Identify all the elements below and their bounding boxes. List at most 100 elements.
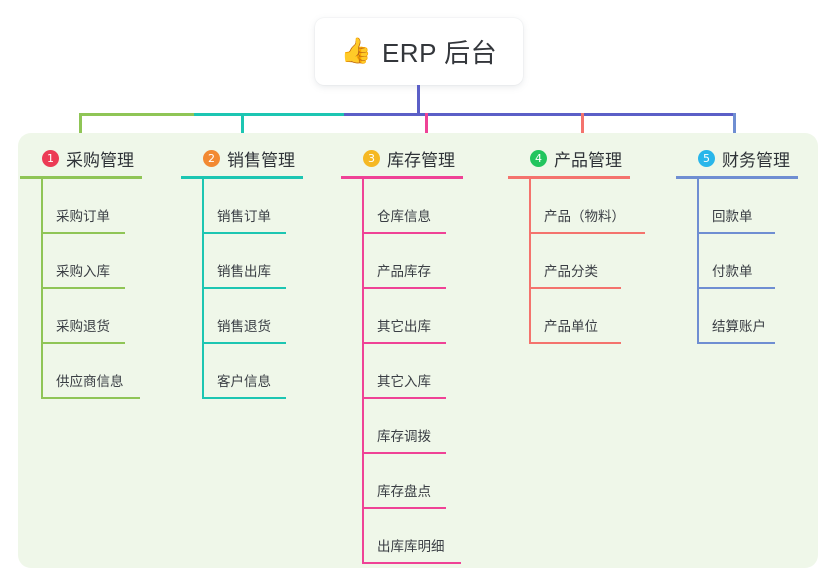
- list-item[interactable]: 产品单位: [508, 289, 630, 344]
- list-item[interactable]: 产品分类: [508, 234, 630, 289]
- column-title-1: 采购管理: [66, 150, 134, 170]
- list-item-underline: [697, 232, 775, 234]
- column-items-3: 仓库信息产品库存其它出库其它入库库存调拨库存盘点出库库明细: [341, 179, 463, 564]
- list-item-underline: [362, 562, 461, 564]
- list-item-label: 客户信息: [217, 374, 271, 389]
- list-item-underline: [41, 342, 125, 344]
- column-badge-2: 2: [203, 149, 220, 167]
- connector-bus-segment-2: [194, 113, 344, 116]
- list-item[interactable]: 销售订单: [181, 179, 303, 234]
- column-underline-5: [676, 176, 798, 179]
- list-item-label: 采购退货: [56, 319, 110, 334]
- list-item-label: 库存调拨: [377, 429, 431, 444]
- column-spine-3: [362, 179, 364, 564]
- list-item[interactable]: 库存盘点: [341, 454, 463, 509]
- list-item[interactable]: 采购入库: [20, 234, 142, 289]
- list-item-label: 出库库明细: [377, 539, 445, 554]
- connector-drop-3: [425, 113, 428, 145]
- list-item[interactable]: 产品（物料）: [508, 179, 645, 234]
- list-item-label: 供应商信息: [56, 374, 124, 389]
- list-item-label: 回款单: [712, 209, 753, 224]
- list-item-underline: [362, 507, 446, 509]
- column-underline-4: [508, 176, 630, 179]
- list-item-label: 仓库信息: [377, 209, 431, 224]
- list-item-underline: [362, 342, 446, 344]
- connector-drop-5: [733, 113, 736, 145]
- list-item-underline: [529, 232, 645, 234]
- connector-bus-segment-1: [79, 113, 194, 116]
- column-title-2: 销售管理: [227, 150, 295, 170]
- column-badge-1: 1: [42, 149, 59, 167]
- list-item[interactable]: 销售退货: [181, 289, 303, 344]
- column-badge-4: 4: [530, 149, 547, 167]
- list-item-underline: [41, 397, 140, 399]
- column-items-4: 产品（物料） 产品分类产品单位: [508, 179, 645, 344]
- list-item-underline: [41, 287, 125, 289]
- list-item-label: 产品（物料）: [544, 209, 625, 224]
- root-node-title: ERP 后台: [381, 38, 498, 68]
- list-item-label: 产品分类: [544, 264, 598, 279]
- column-underline-2: [181, 176, 303, 179]
- list-item[interactable]: 出库库明细: [341, 509, 463, 564]
- column-spine-2: [202, 179, 204, 399]
- list-item-underline: [529, 287, 621, 289]
- list-item[interactable]: 采购退货: [20, 289, 142, 344]
- list-item-underline: [202, 397, 286, 399]
- list-item-underline: [529, 342, 621, 344]
- list-item-underline: [202, 232, 286, 234]
- column-4: 4 产品管理产品（物料） 产品分类产品单位: [508, 143, 645, 344]
- connector-bus-segment-3: [344, 113, 734, 116]
- list-item[interactable]: 采购订单: [20, 179, 142, 234]
- column-spine-1: [41, 179, 43, 399]
- column-title-4: 产品管理: [554, 150, 622, 170]
- list-item[interactable]: 结算账户: [676, 289, 798, 344]
- list-item[interactable]: 其它出库: [341, 289, 463, 344]
- list-item-label: 付款单: [712, 264, 753, 279]
- list-item[interactable]: 仓库信息: [341, 179, 463, 234]
- connector-drop-2: [241, 113, 244, 145]
- list-item[interactable]: 产品库存: [341, 234, 463, 289]
- list-item[interactable]: 付款单: [676, 234, 798, 289]
- list-item[interactable]: 其它入库: [341, 344, 463, 399]
- list-item-underline: [697, 287, 775, 289]
- column-header-2[interactable]: 2 销售管理: [181, 143, 303, 173]
- column-1: 1 采购管理采购订单采购入库采购退货供应商信息: [20, 143, 142, 399]
- column-header-4[interactable]: 4 产品管理: [508, 143, 630, 173]
- list-item-underline: [362, 232, 446, 234]
- mindmap-panel: 1 采购管理采购订单采购入库采购退货供应商信息 2 销售管理销售订单销售出库销售退货客…: [18, 133, 818, 568]
- list-item[interactable]: 客户信息: [181, 344, 303, 399]
- column-items-1: 采购订单采购入库采购退货供应商信息: [20, 179, 142, 399]
- root-node-card[interactable]: 👍 ERP 后台: [315, 18, 523, 85]
- column-items-5: 回款单付款单结算账户: [676, 179, 798, 344]
- list-item[interactable]: 库存调拨: [341, 399, 463, 454]
- column-spine-5: [697, 179, 699, 344]
- list-item-label: 销售订单: [217, 209, 271, 224]
- list-item-label: 销售出库: [217, 264, 271, 279]
- list-item[interactable]: 销售出库: [181, 234, 303, 289]
- list-item[interactable]: 供应商信息: [20, 344, 142, 399]
- column-header-1[interactable]: 1 采购管理: [20, 143, 142, 173]
- list-item-label: 其它出库: [377, 319, 431, 334]
- connector-trunk: [417, 85, 420, 115]
- connector-drop-1: [79, 113, 82, 145]
- list-item-label: 其它入库: [377, 374, 431, 389]
- list-item-underline: [362, 452, 446, 454]
- column-badge-3: 3: [363, 149, 380, 167]
- column-badge-5: 5: [698, 149, 715, 167]
- column-2: 2 销售管理销售订单销售出库销售退货客户信息: [181, 143, 303, 399]
- list-item-label: 销售退货: [217, 319, 271, 334]
- column-spine-4: [529, 179, 531, 344]
- column-items-2: 销售订单销售出库销售退货客户信息: [181, 179, 303, 399]
- list-item-underline: [362, 287, 446, 289]
- thumbs-up-icon: 👍: [340, 37, 372, 65]
- list-item-label: 结算账户: [712, 319, 766, 334]
- list-item-underline: [41, 232, 125, 234]
- list-item[interactable]: 回款单: [676, 179, 798, 234]
- connector-drop-4: [581, 113, 584, 145]
- column-underline-3: [341, 176, 463, 179]
- list-item-label: 采购入库: [56, 264, 110, 279]
